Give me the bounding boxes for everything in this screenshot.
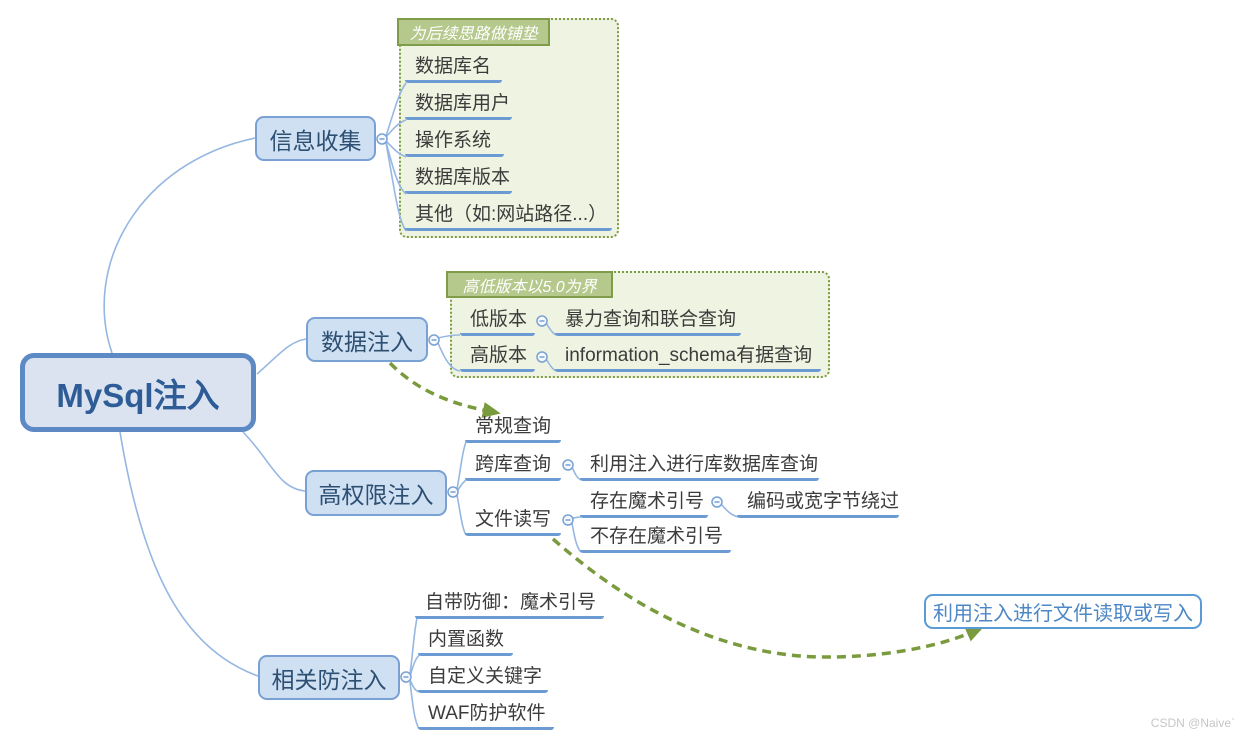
connector-priv-normal [456,441,467,490]
connector-root-to-data [256,338,307,375]
collapse-toggle-low-version[interactable] [536,315,548,327]
connector-defense-item-0 [409,617,418,675]
topic-encoding-widebyte-bypass[interactable]: 编码或宽字节绕过 [737,486,899,518]
topic-db-name[interactable]: 数据库名 [405,50,502,83]
collapse-toggle-high-version[interactable] [536,351,548,363]
watermark: CSDN @Naive` [1150,716,1235,730]
topic-high-version[interactable]: 高版本 [460,341,535,372]
connector-info-db-name [385,82,407,137]
connector-info-db-user [385,119,407,138]
topic-custom-keywords[interactable]: 自定义关键字 [418,661,548,693]
topic-cross-db-query-detail[interactable]: 利用注入进行库数据库查询 [580,449,819,481]
topic-magic-quotes-exist[interactable]: 存在魔术引号 [580,486,708,518]
topic-information-schema-query[interactable]: information_schema有据查询 [555,341,821,372]
topic-magic-quotes-not-exist[interactable]: 不存在魔术引号 [580,521,731,553]
collapse-toggle-file-rw[interactable] [562,514,574,526]
topic-file-read-write[interactable]: 文件读写 [465,504,561,536]
topic-cross-db-query[interactable]: 跨库查询 [465,449,561,481]
collapse-toggle-info[interactable] [376,133,388,145]
connector-defense-item-2 [409,679,420,693]
connector-data-high [437,342,461,372]
root-node-mysql-injection[interactable]: MySql注入 [20,353,256,432]
topic-db-user[interactable]: 数据库用户 [405,87,512,120]
topic-low-version[interactable]: 低版本 [460,305,535,336]
connector-info-os [385,140,407,158]
branch-node-high-privilege-injection[interactable]: 高权限注入 [305,470,447,516]
topic-bruteforce-union-query[interactable]: 暴力查询和联合查询 [555,305,741,336]
arrow-file-rw-to-floating [551,537,984,659]
collapse-toggle-priv[interactable] [447,486,459,498]
topic-builtin-defense-magic-quotes[interactable]: 自带防御：魔术引号 [415,587,604,619]
connector-file-magic-exists [571,516,582,519]
connector-root-to-info [103,137,256,354]
branch-node-info-gathering[interactable]: 信息收集 [255,116,376,161]
connector-data-low [437,334,461,339]
collapse-toggle-data[interactable] [428,334,440,346]
callout-version-split[interactable]: 高低版本以5.0为界 [446,271,613,298]
topic-normal-query[interactable]: 常规查询 [465,411,561,443]
connector-root-to-priv [242,431,306,492]
collapse-toggle-cross-query[interactable] [562,459,574,471]
topic-builtin-functions[interactable]: 内置函数 [418,624,513,656]
branch-node-data-injection[interactable]: 数据注入 [306,317,428,362]
topic-other-website-path[interactable]: 其他（如:网站路径...） [405,198,612,231]
floating-node-file-read-write[interactable]: 利用注入进行文件读取或写入 [924,594,1202,629]
connector-magic-bypass [720,503,739,518]
boundary-info-gathering[interactable] [399,18,619,238]
topic-os[interactable]: 操作系统 [405,124,504,157]
branch-node-anti-injection[interactable]: 相关防注入 [258,655,400,700]
connector-defense-item-3 [409,681,420,730]
connector-root-to-defense [119,431,259,677]
connector-info-other [385,142,407,232]
topic-db-version[interactable]: 数据库版本 [405,161,512,194]
collapse-toggle-defense[interactable] [400,671,412,683]
collapse-toggle-magic-exists[interactable] [711,496,723,508]
topic-waf-software[interactable]: WAF防护软件 [418,698,554,730]
callout-info-gathering[interactable]: 为后续思路做铺垫 [397,18,550,46]
